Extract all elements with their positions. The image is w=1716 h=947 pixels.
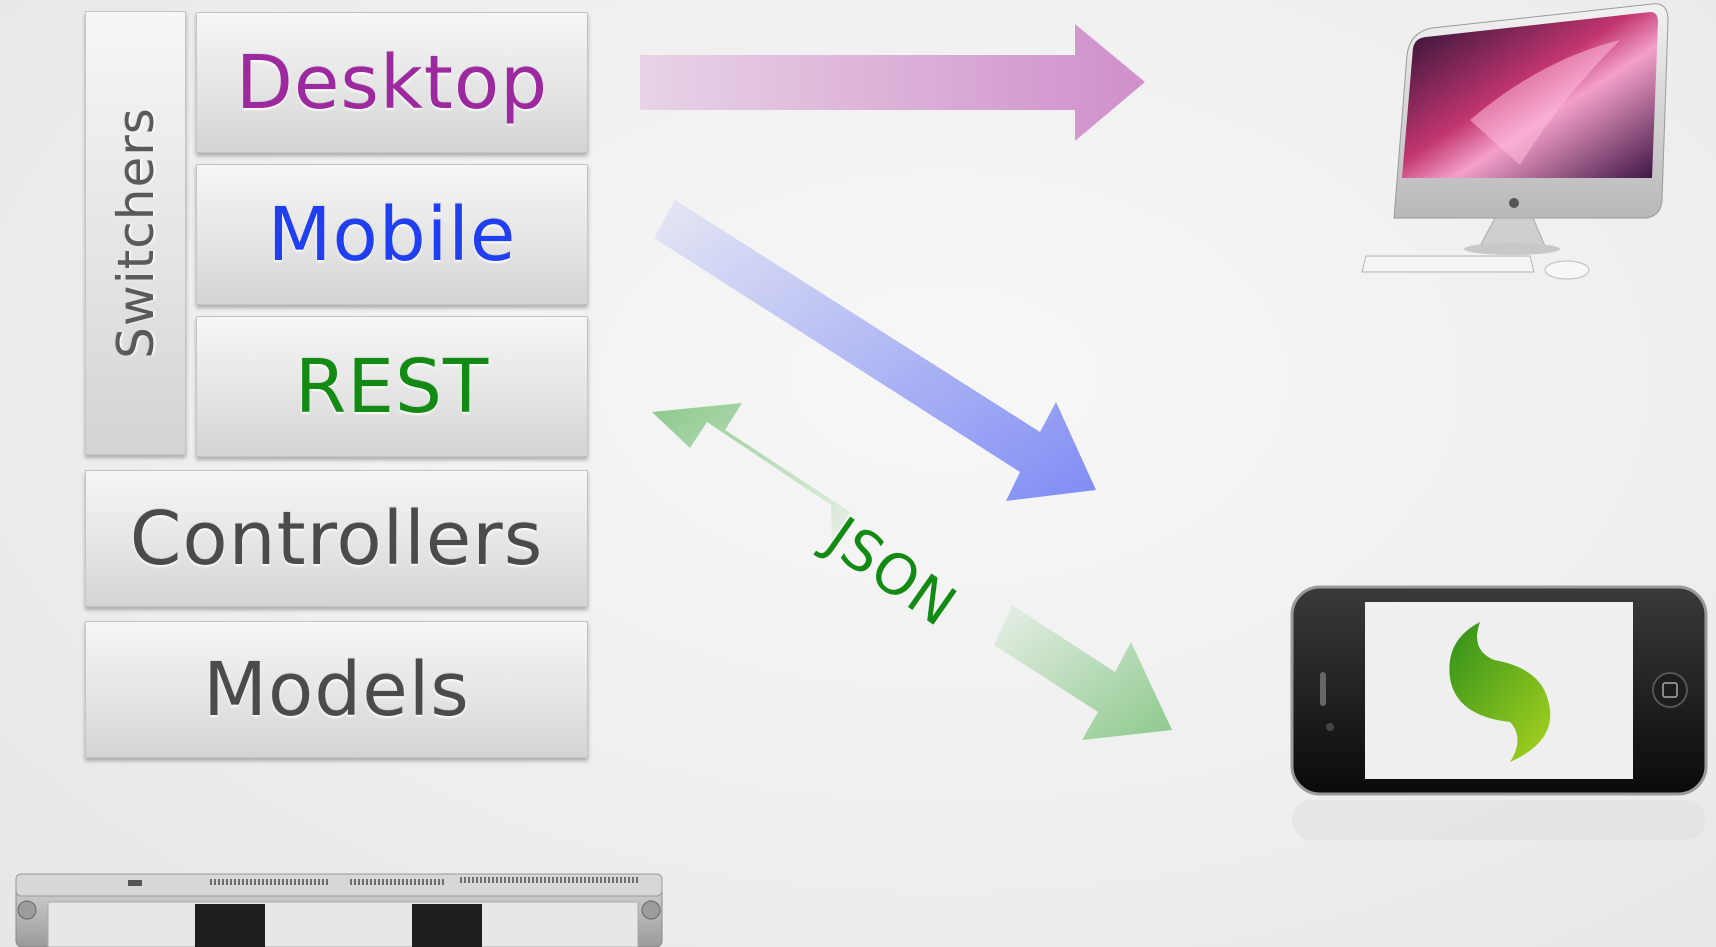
desktop-computer-icon [1361, 3, 1669, 280]
models-label: Models [203, 646, 470, 733]
json-arrow-down [994, 605, 1172, 740]
models-layer: Models [85, 621, 588, 758]
app-logo-icon [1449, 622, 1551, 762]
rest-layer: REST [196, 316, 588, 457]
mobile-layer: Mobile [196, 164, 588, 305]
json-arrow-up [652, 403, 850, 540]
mobile-label: Mobile [267, 191, 517, 278]
desktop-arrow [640, 24, 1145, 141]
desktop-label: Desktop [235, 39, 549, 126]
rest-label: REST [294, 343, 490, 430]
controllers-label: Controllers [129, 495, 544, 582]
controllers-layer: Controllers [85, 470, 588, 607]
switchers-layer: Switchers [85, 11, 186, 455]
server-rack-icon [15, 873, 663, 947]
mobile-arrow [654, 200, 1096, 501]
desktop-layer: Desktop [196, 12, 588, 153]
